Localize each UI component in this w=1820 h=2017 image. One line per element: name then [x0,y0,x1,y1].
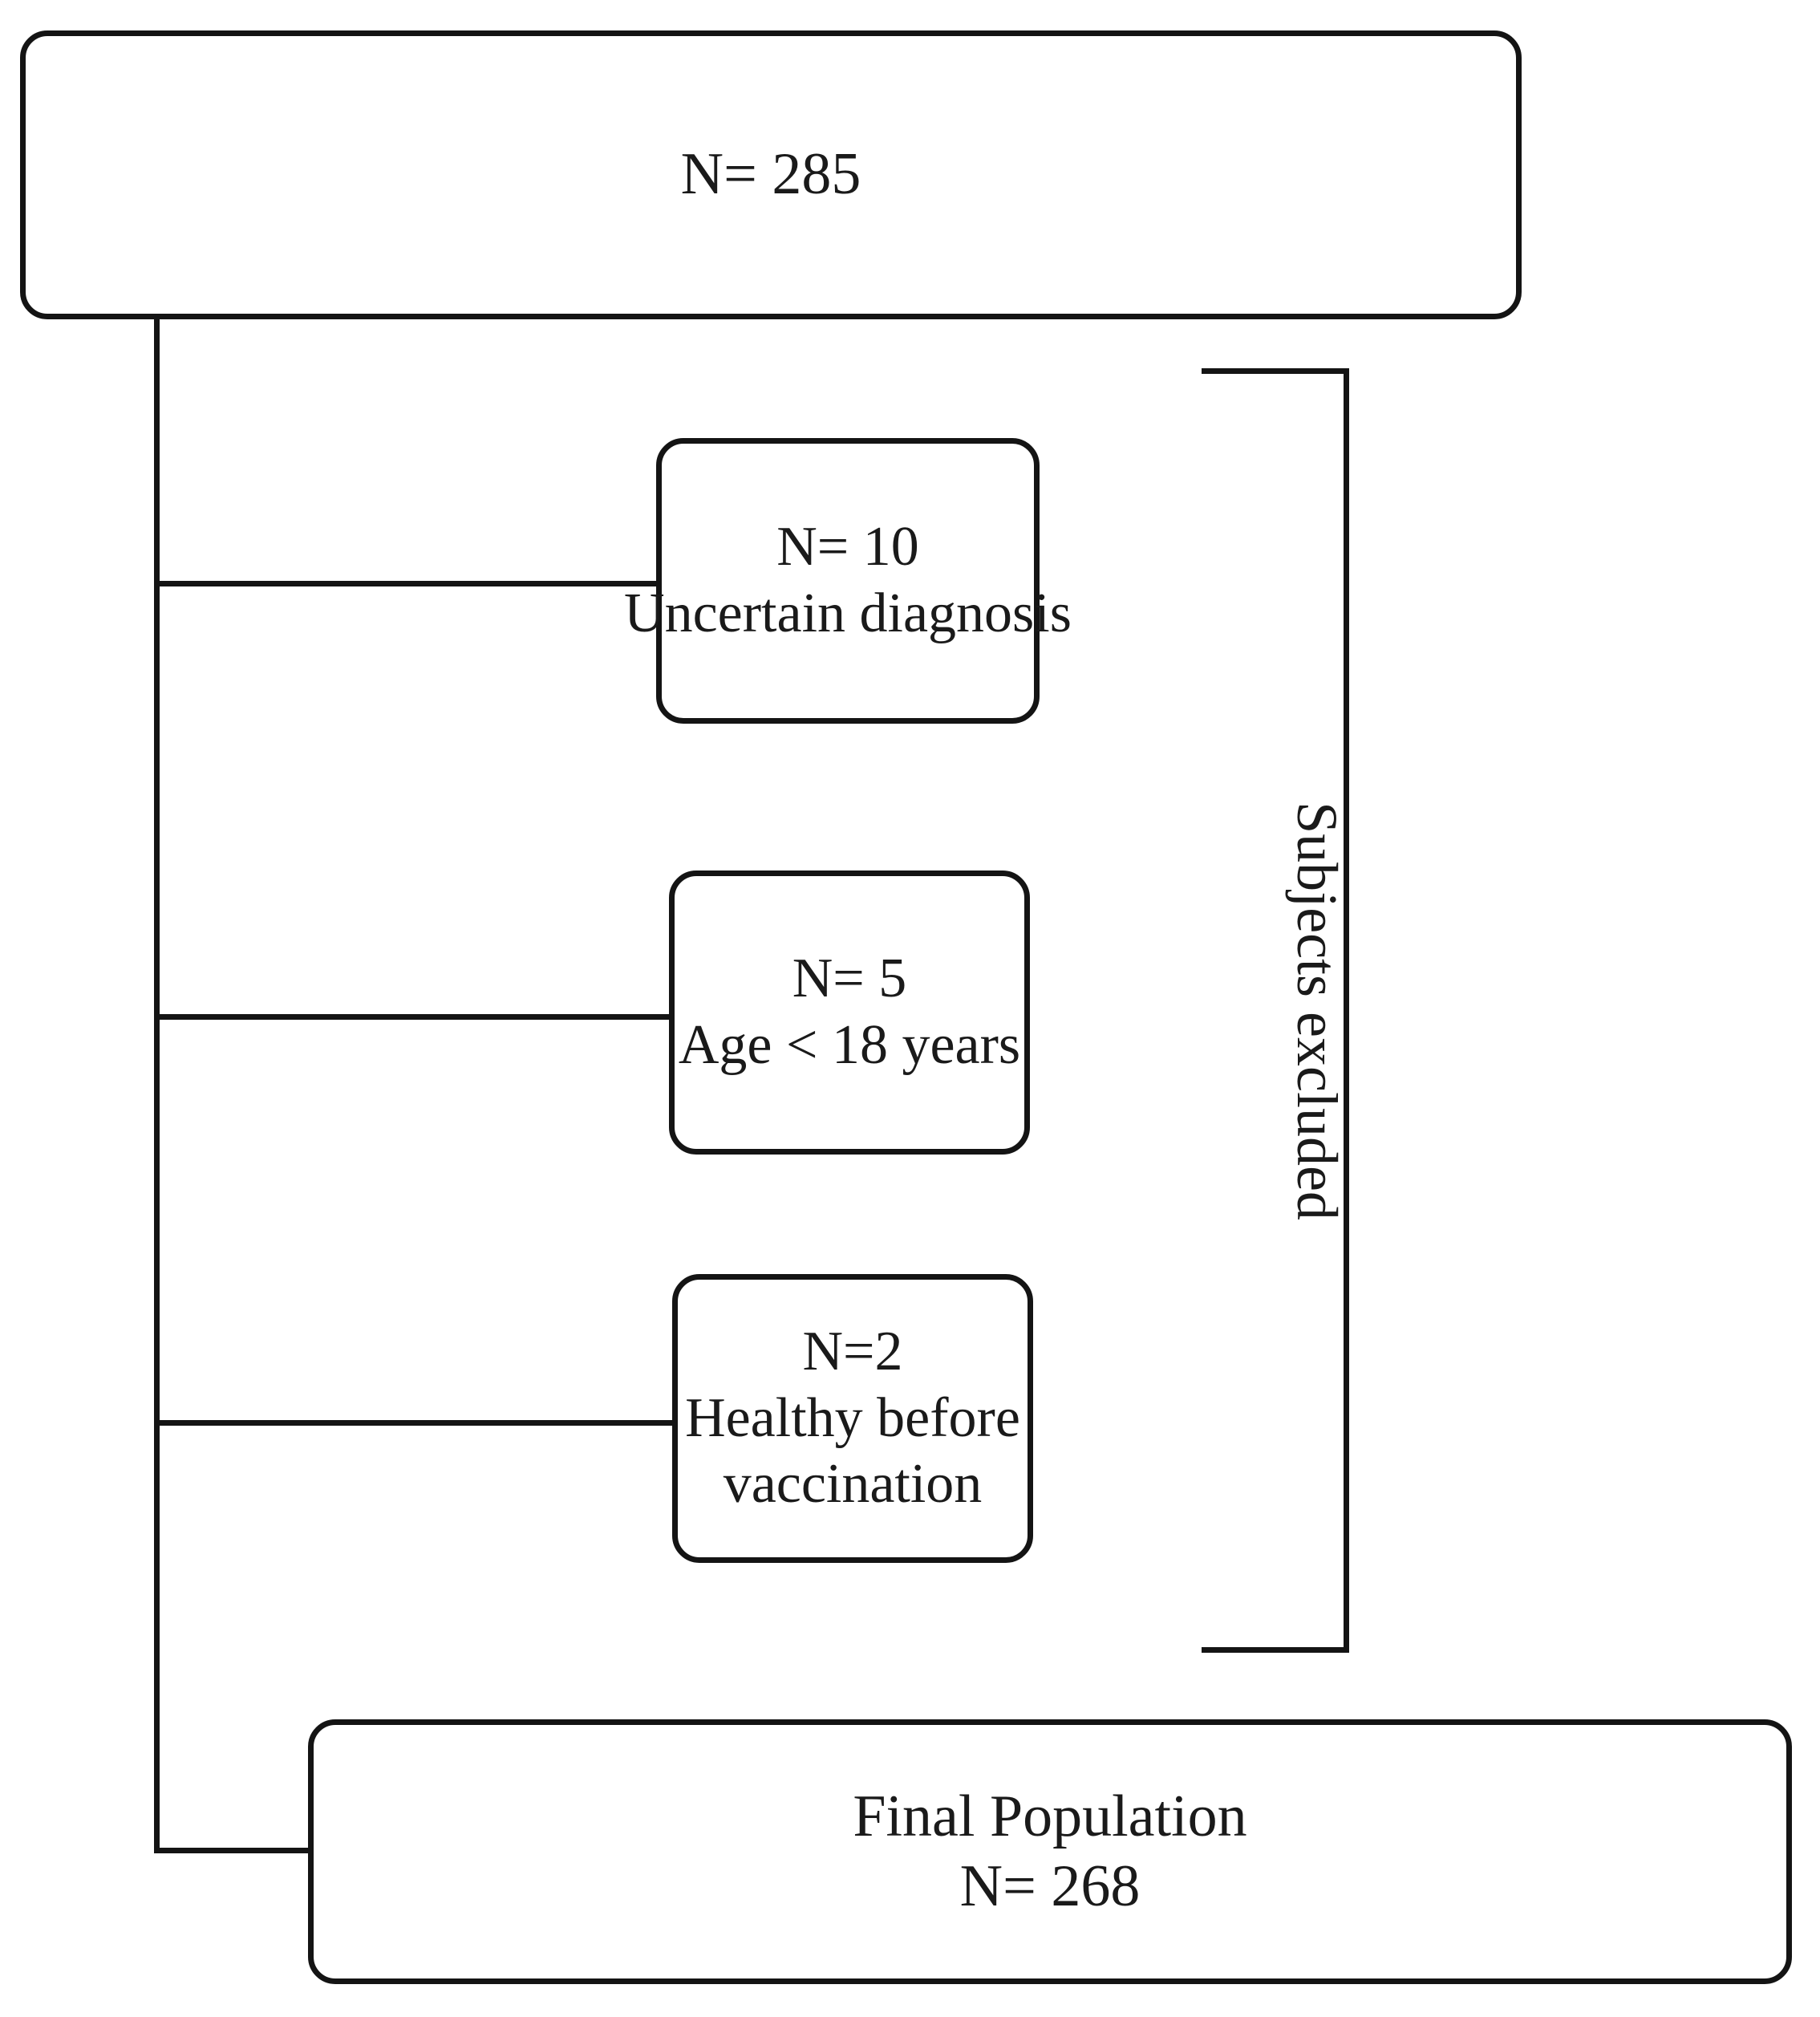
bracket-spine [1344,368,1349,1653]
node-excluded-1-reason: Uncertain diagnosis [624,582,1072,644]
bracket-top-arm [1202,368,1349,374]
node-excluded-uncertain-diagnosis: N= 10 Uncertain diagnosis [624,438,1072,724]
node-excluded-healthy-before-vaccination: N=2 Healthy before vaccination [672,1274,1033,1563]
node-excluded-age-under-18: N= 5 Age < 18 years [669,871,1030,1155]
node-excluded-3-reason-line-1: Healthy before [685,1386,1020,1449]
node-final-population: Final Population N= 268 [308,1719,1792,1984]
node-final-title: Final Population [853,1783,1247,1849]
bracket-bottom-arm [1202,1647,1349,1653]
node-excluded-1-count: N= 10 [776,516,919,578]
node-excluded-3-count: N=2 [802,1321,903,1383]
node-final-count: N= 268 [959,1853,1141,1919]
connector-branch-excluded-2 [154,1014,674,1020]
connector-main-stem [154,317,160,1853]
node-enrolled: N= 285 [20,30,1522,319]
connector-branch-final [154,1848,313,1853]
connector-branch-excluded-1 [154,581,661,586]
subjects-excluded-label: Subjects excluded [1285,802,1349,1220]
node-excluded-2-reason: Age < 18 years [678,1014,1021,1076]
node-excluded-2-count: N= 5 [792,948,907,1010]
node-enrolled-count: N= 285 [680,141,861,208]
node-excluded-3-reason-line-2: vaccination [723,1453,983,1516]
connector-branch-excluded-3 [154,1420,677,1426]
